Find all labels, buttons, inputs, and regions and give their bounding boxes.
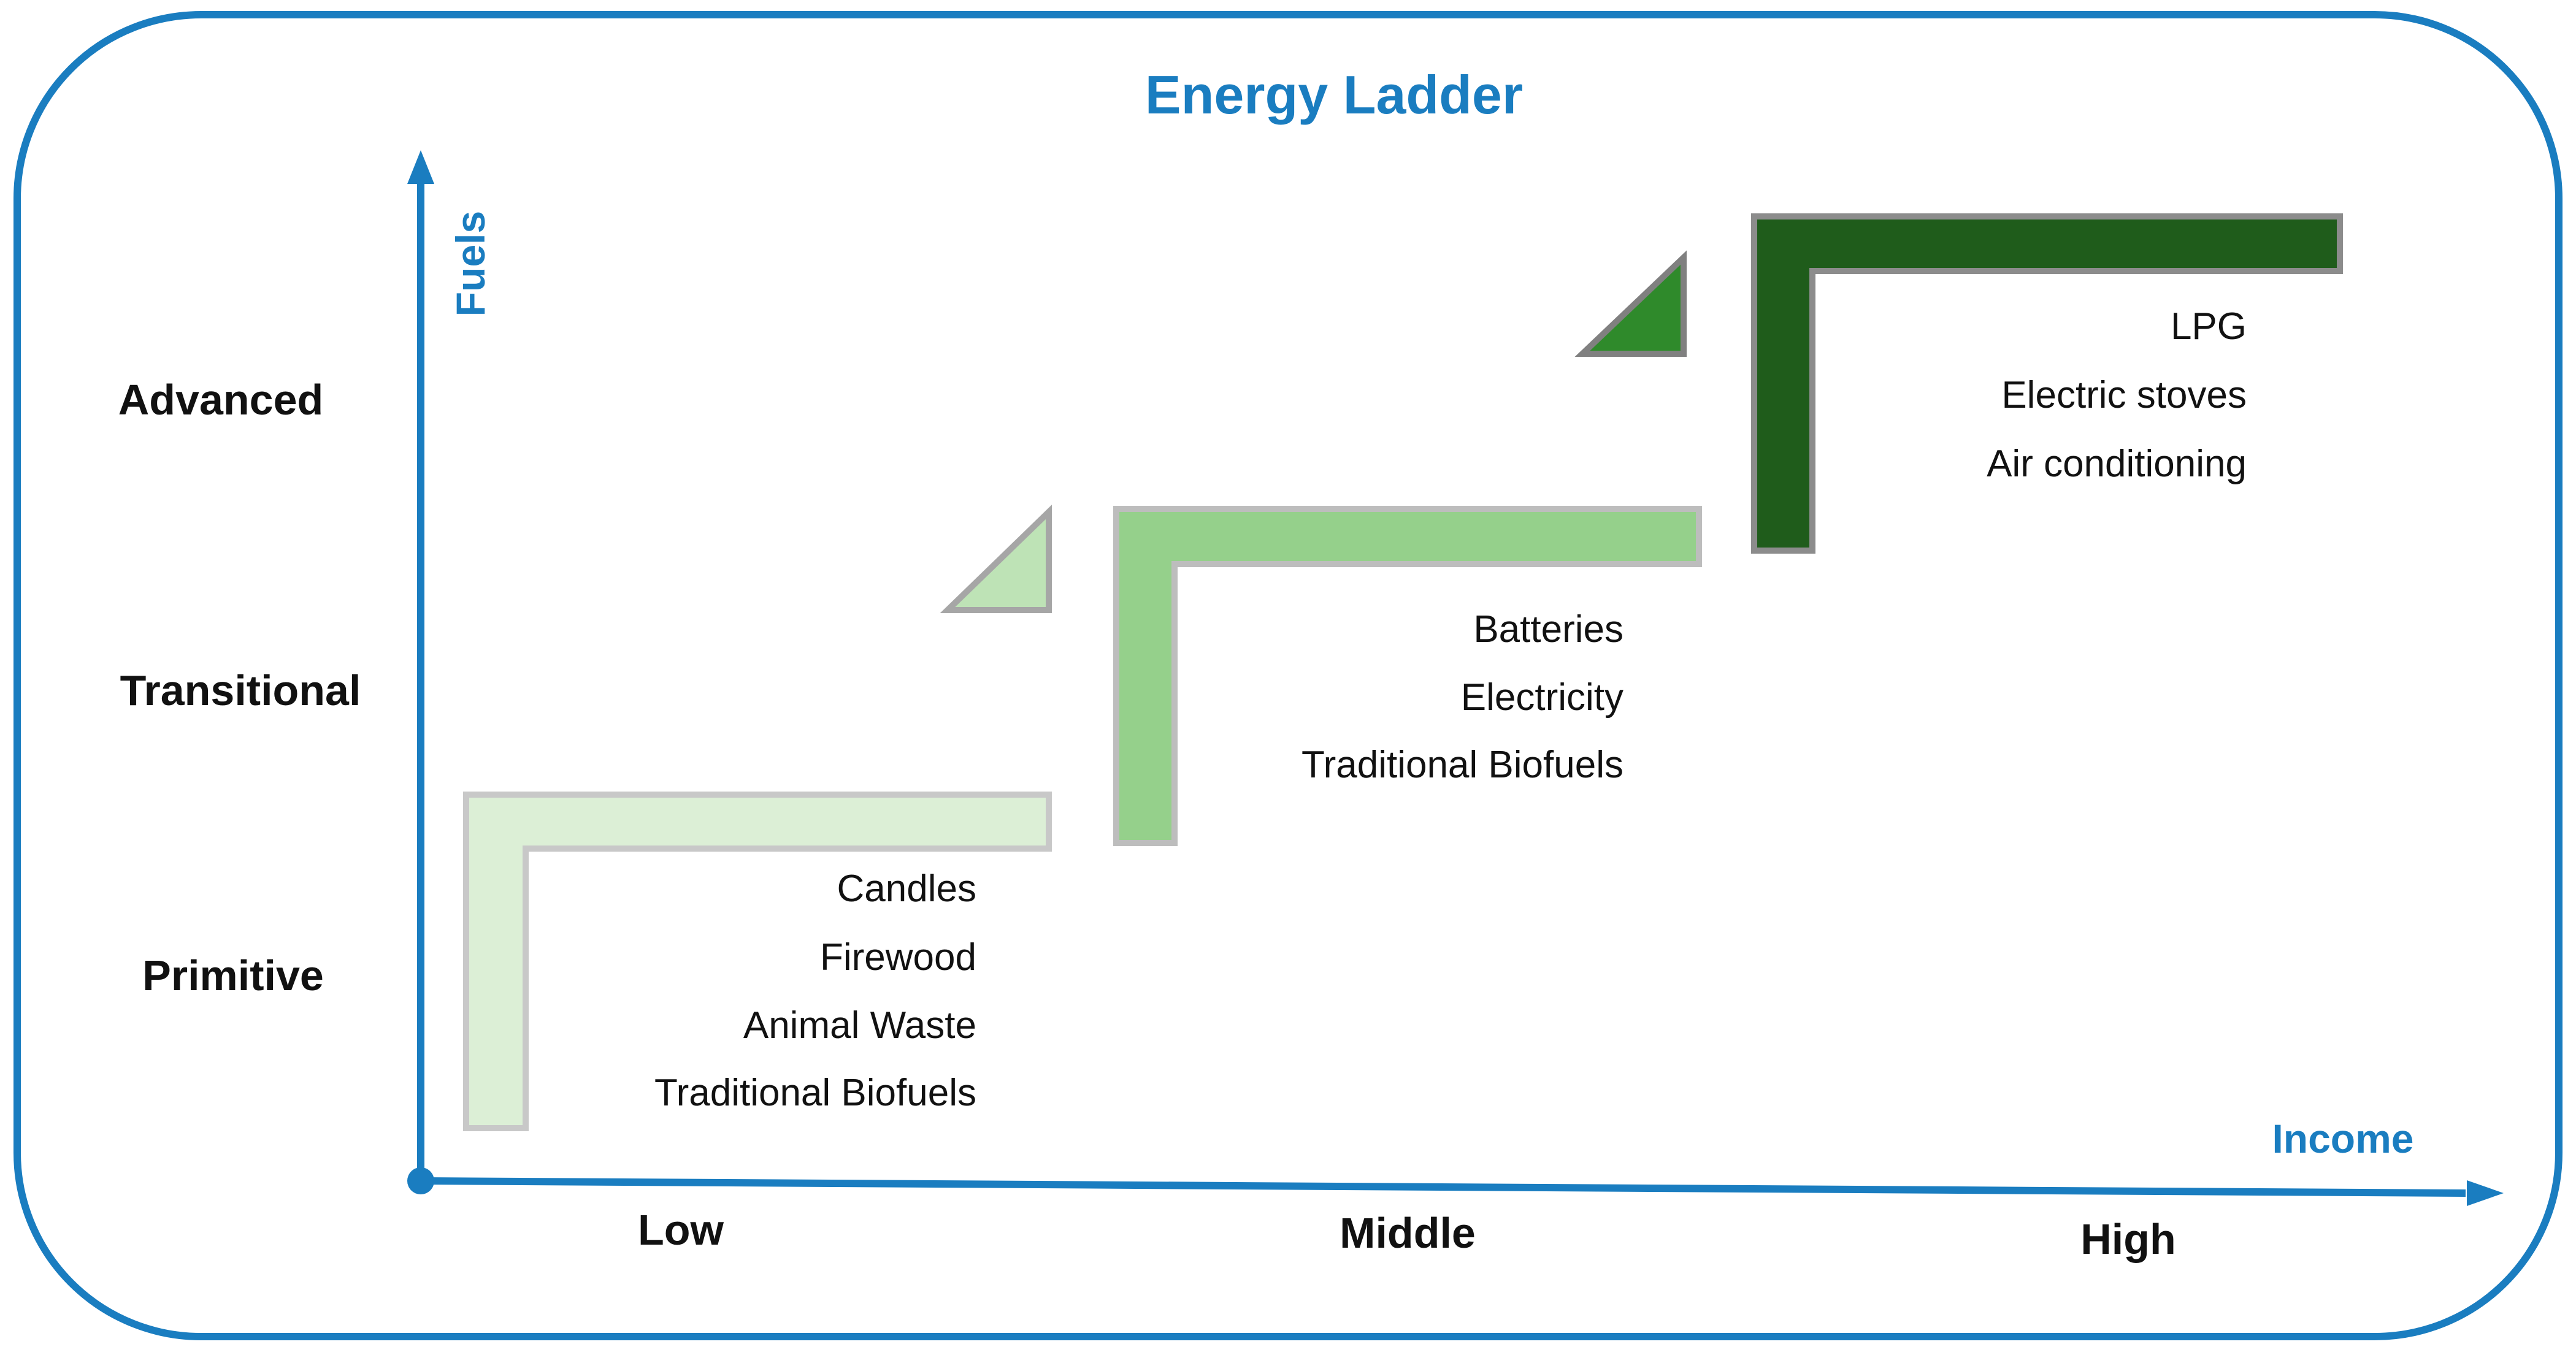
transitional-item-traditional-biofuels: Traditional Biofuels bbox=[1301, 744, 1623, 786]
advanced-item-electric-stoves: Electric stoves bbox=[2001, 374, 2247, 416]
fuel-level-primitive: Primitive bbox=[142, 952, 324, 999]
x-axis-arrowhead bbox=[2467, 1180, 2504, 1206]
primitive-item-candles: Candles bbox=[837, 868, 976, 910]
x-axis-title: Income bbox=[2272, 1116, 2413, 1161]
primitive-item-animal-waste: Animal Waste bbox=[743, 1004, 976, 1047]
step-arrow-advanced bbox=[1574, 250, 1687, 357]
fuel-level-advanced: Advanced bbox=[118, 376, 324, 424]
primitive-item-firewood: Firewood bbox=[820, 936, 976, 979]
income-level-middle: Middle bbox=[1340, 1209, 1476, 1257]
step-arrow-transitional bbox=[940, 505, 1052, 613]
income-level-high: High bbox=[2080, 1215, 2176, 1263]
y-axis-title: Fuels bbox=[448, 211, 493, 316]
axis-origin-dot bbox=[407, 1167, 434, 1194]
step-advanced bbox=[1751, 213, 2343, 554]
diagram-title: Energy Ladder bbox=[1145, 64, 1523, 125]
step-primitive bbox=[463, 792, 1052, 1131]
advanced-item-lpg: LPG bbox=[2171, 305, 2247, 348]
primitive-item-traditional-biofuels: Traditional Biofuels bbox=[654, 1072, 976, 1114]
advanced-item-air-conditioning: Air conditioning bbox=[1987, 443, 2247, 485]
diagram-frame bbox=[13, 11, 2563, 1340]
transitional-item-electricity: Electricity bbox=[1461, 676, 1623, 719]
step-transitional bbox=[1113, 506, 1702, 846]
fuel-level-transitional: Transitional bbox=[120, 666, 361, 714]
income-level-low: Low bbox=[638, 1206, 724, 1254]
y-axis-arrowhead bbox=[407, 150, 434, 184]
transitional-item-batteries: Batteries bbox=[1473, 608, 1623, 651]
x-axis bbox=[420, 1177, 2466, 1197]
